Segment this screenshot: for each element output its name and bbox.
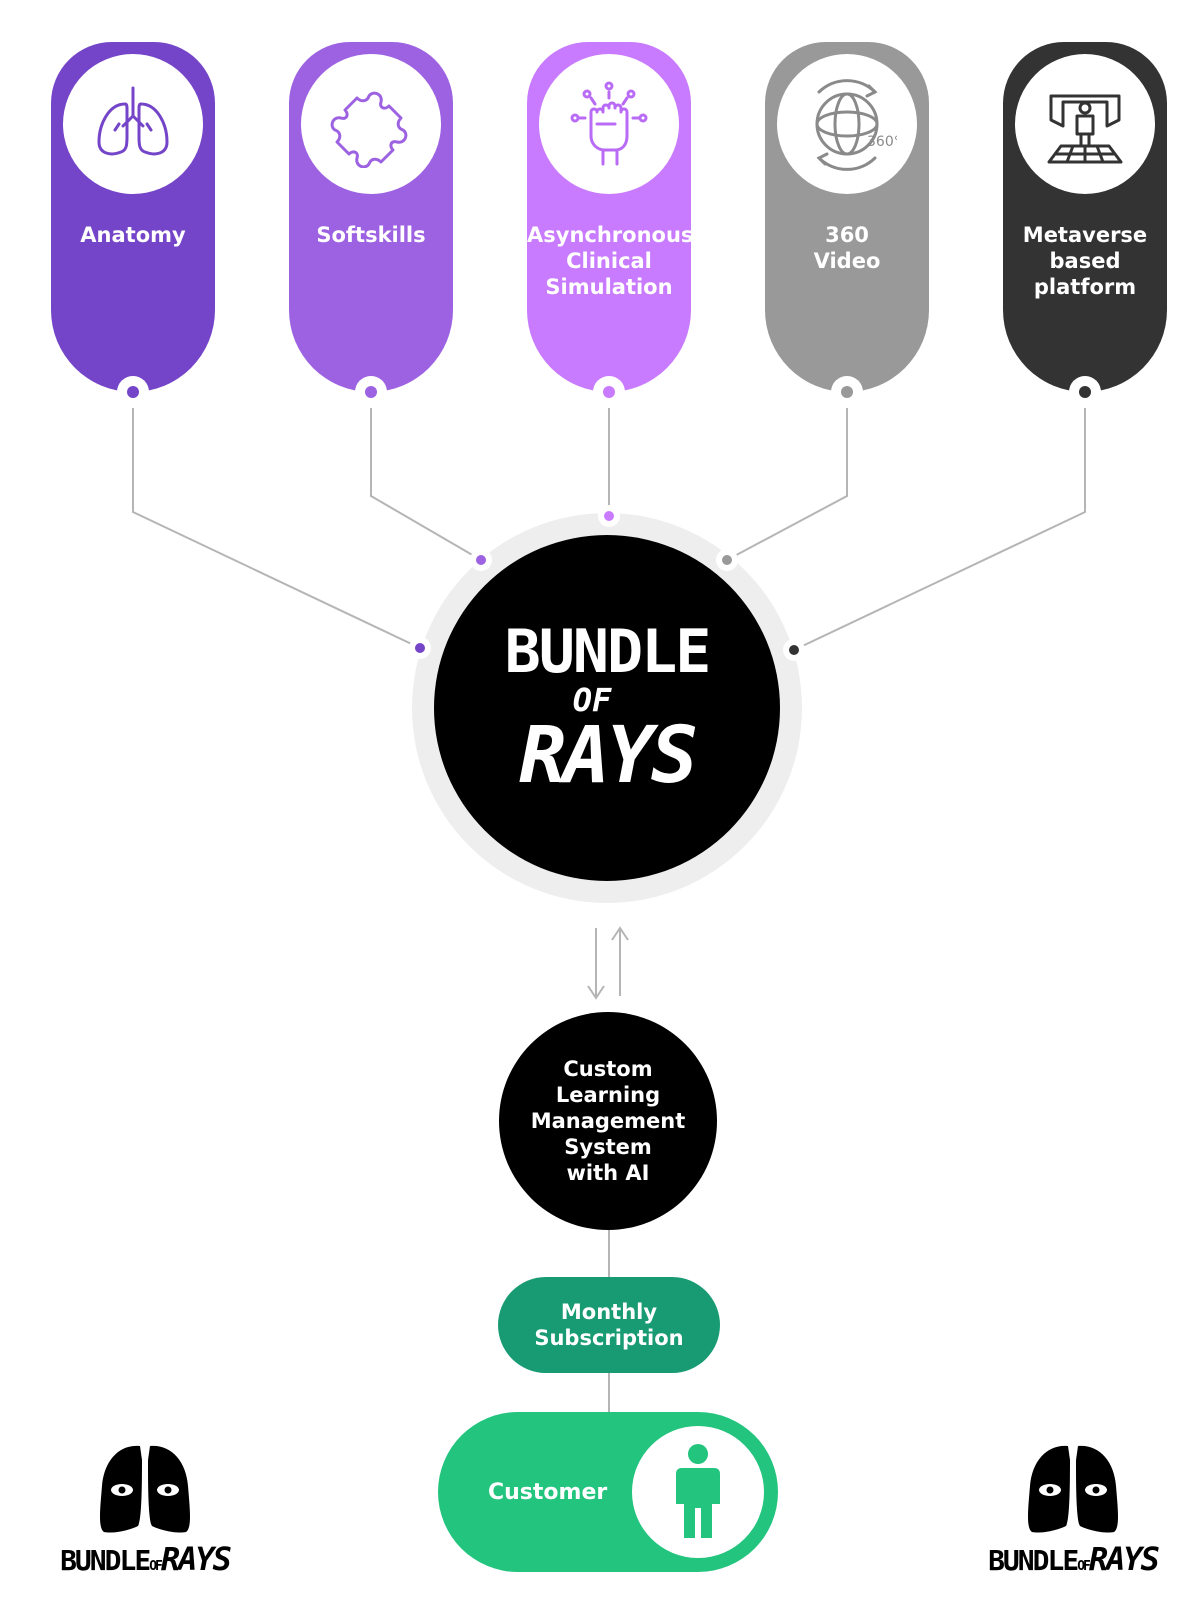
rotation-360-text: 360° [867,134,897,150]
module-anatomy-port [117,376,149,408]
lungs-eyes-logo-icon [100,1445,190,1533]
puzzle-icon [330,91,408,168]
fist-icon [570,81,648,166]
lungs-eyes-logo-icon [1028,1445,1118,1533]
bundle-of-rays-logo-right: BUNDLEOFRAYS [968,1440,1178,1580]
vr-platform-icon [1047,94,1123,164]
monthly-subscription-node: Monthly Subscription [498,1277,720,1373]
module-360-label: 360 Video [813,223,881,273]
link-metaverse [793,394,1086,651]
rotation-360-icon: 360° [815,79,897,171]
logo-wordmark-left: BUNDLEOFRAYS [60,1540,232,1578]
module-anatomy: Anatomy [51,42,215,408]
module-360-port [831,376,863,408]
module-360-video: 360° 360 Video [765,42,929,408]
module-asynchronous-label: Asynchronous Clinical Simulation [527,223,694,299]
person-icon [676,1444,720,1538]
module-softskills-port [355,376,387,408]
logo-wordmark-right: BUNDLEOFRAYS [988,1540,1160,1578]
hub-line-2: OF [572,681,612,719]
module-softskills-icon-circle [301,54,441,194]
module-asynchronous-icon-circle [539,54,679,194]
link-video360 [726,394,848,561]
bundle-of-rays-hub: BUNDLE OF RAYS [434,535,780,881]
customer-label: Customer [488,1479,608,1505]
link-softskills [370,394,482,561]
customer-node: Customer [438,1412,778,1572]
link-anatomy [132,394,421,649]
module-asynchronous-clinical-simulation: Asynchronous Clinical Simulation [527,42,694,408]
module-asynchronous-port [593,376,625,408]
module-softskills: Softskills [289,42,453,408]
customer-icon-circle [632,1426,764,1558]
module-anatomy-label: Anatomy [80,223,186,247]
module-metaverse-based-platform: Metaverse based platform [1003,42,1167,408]
hub-line-1: BUNDLE [504,617,712,687]
lungs-icon [97,86,169,156]
module-softskills-label: Softskills [316,223,426,247]
bundle-of-rays-logo-left: BUNDLEOFRAYS [40,1440,250,1580]
lms-node: Custom Learning Management System with A… [499,1012,717,1230]
module-anatomy-icon-circle [63,54,203,194]
module-metaverse-label: Metaverse based platform [1022,223,1148,299]
module-metaverse-port [1069,376,1101,408]
hub-line-3: RAYS [519,711,698,801]
module-360-icon-circle: 360° [777,54,917,194]
module-metaverse-icon-circle [1015,54,1155,194]
